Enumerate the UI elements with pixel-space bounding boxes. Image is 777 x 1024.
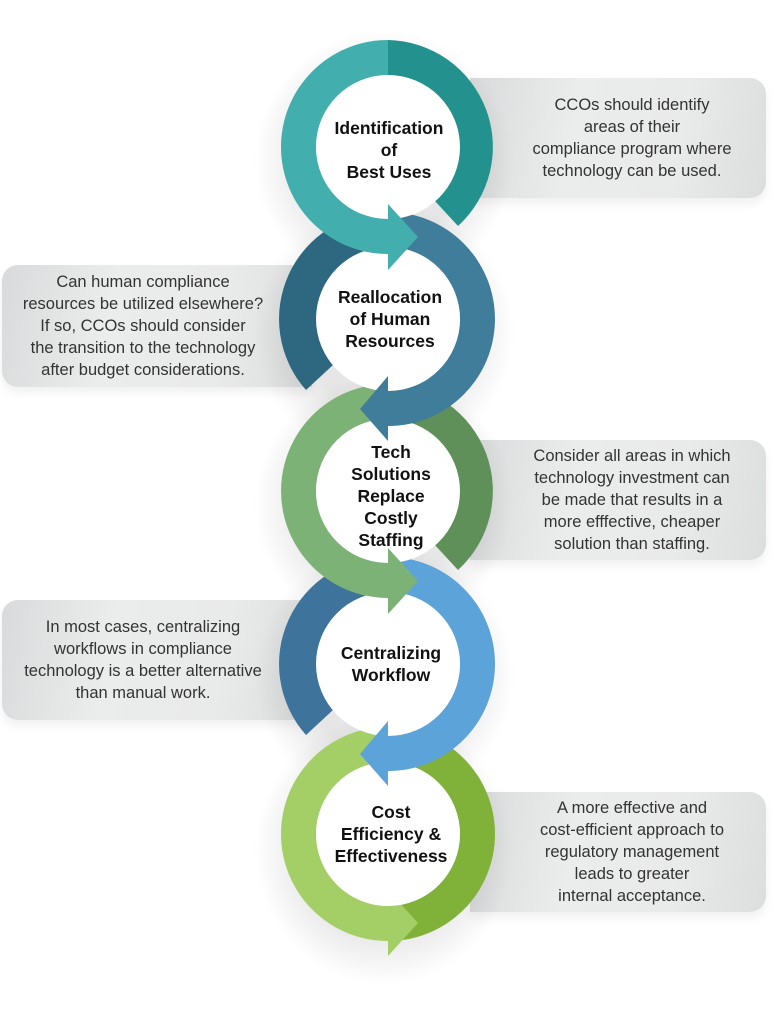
- step-2-title: Reallocation of Human Resources: [337, 287, 443, 351]
- step-1-title: Identification of Best Uses: [334, 118, 444, 182]
- step-5-title: Cost Efficiency & Effectiveness: [334, 802, 448, 866]
- callout-text: Can human compliance resources be utiliz…: [22, 273, 264, 379]
- callout-step-3: Consider all areas in which technology i…: [470, 440, 766, 560]
- ring-step-4: [279, 556, 495, 786]
- ring-step-2: [279, 211, 495, 441]
- callout-text: In most cases, centralizing workflows in…: [24, 618, 262, 702]
- callout-text: A more effective and cost-efficient appr…: [539, 799, 725, 905]
- callout-step-1: CCOs should identify areas of their comp…: [470, 78, 766, 198]
- ring-step-3: [281, 384, 493, 614]
- callout-text: CCOs should identify areas of their comp…: [532, 96, 732, 180]
- callout-step-5: A more effective and cost-efficient appr…: [470, 792, 766, 912]
- ring-step-5: [281, 727, 495, 956]
- callout-text: Consider all areas in which technology i…: [533, 447, 731, 553]
- ring-step-1: [281, 40, 493, 270]
- step-3-title: Tech Solutions Replace Costly Staffing: [351, 442, 431, 550]
- step-4-title: Centralizing Workflow: [340, 643, 442, 685]
